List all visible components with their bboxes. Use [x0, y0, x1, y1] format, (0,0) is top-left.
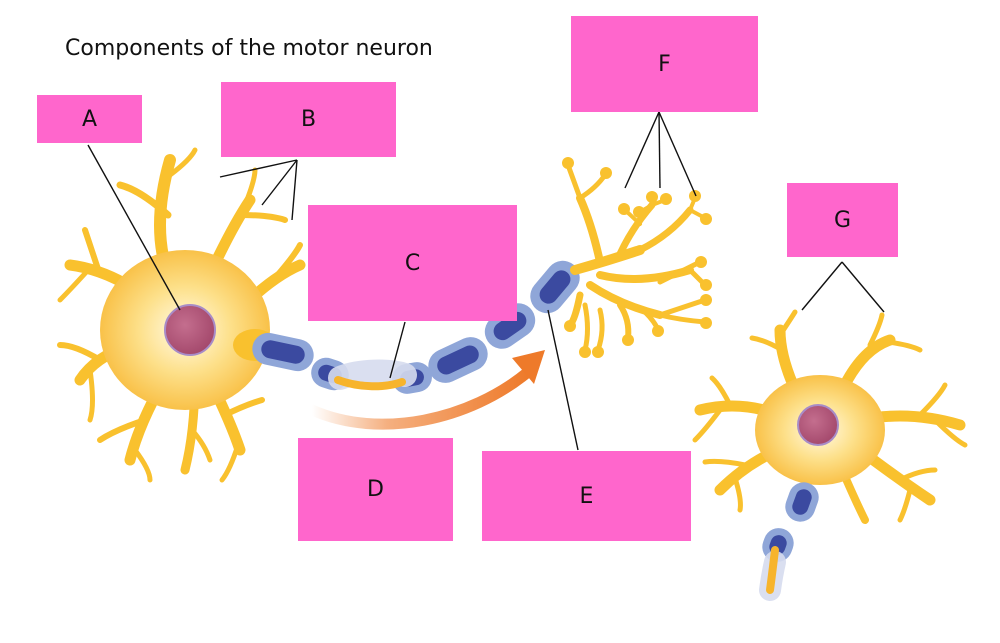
- axon-right: [759, 482, 819, 601]
- label-c: C: [404, 250, 421, 276]
- signal-direction-arrow: [306, 350, 545, 430]
- axon-exposed: [328, 359, 417, 391]
- label-d: D: [367, 477, 384, 502]
- diagram-title: Components of the motor neuron: [65, 36, 433, 61]
- label-g: G: [833, 207, 852, 233]
- label-box-f: F: [571, 16, 758, 112]
- label-box-a: A: [37, 95, 142, 143]
- axon-terminals: [565, 162, 708, 353]
- leader-lines: [87, 111, 885, 451]
- label-f: F: [658, 51, 671, 77]
- label-box-d: D: [298, 438, 453, 541]
- label-a: A: [81, 106, 98, 132]
- label-box-e: E: [482, 451, 691, 541]
- nucleus-right: [797, 404, 839, 446]
- label-e: E: [579, 483, 594, 509]
- synaptic-knobs: [562, 157, 712, 358]
- label-box-g: G: [787, 183, 898, 257]
- label-box-c: C: [308, 205, 517, 321]
- label-b: B: [300, 107, 317, 132]
- label-box-b: B: [221, 82, 396, 157]
- nucleus-left: [164, 304, 216, 356]
